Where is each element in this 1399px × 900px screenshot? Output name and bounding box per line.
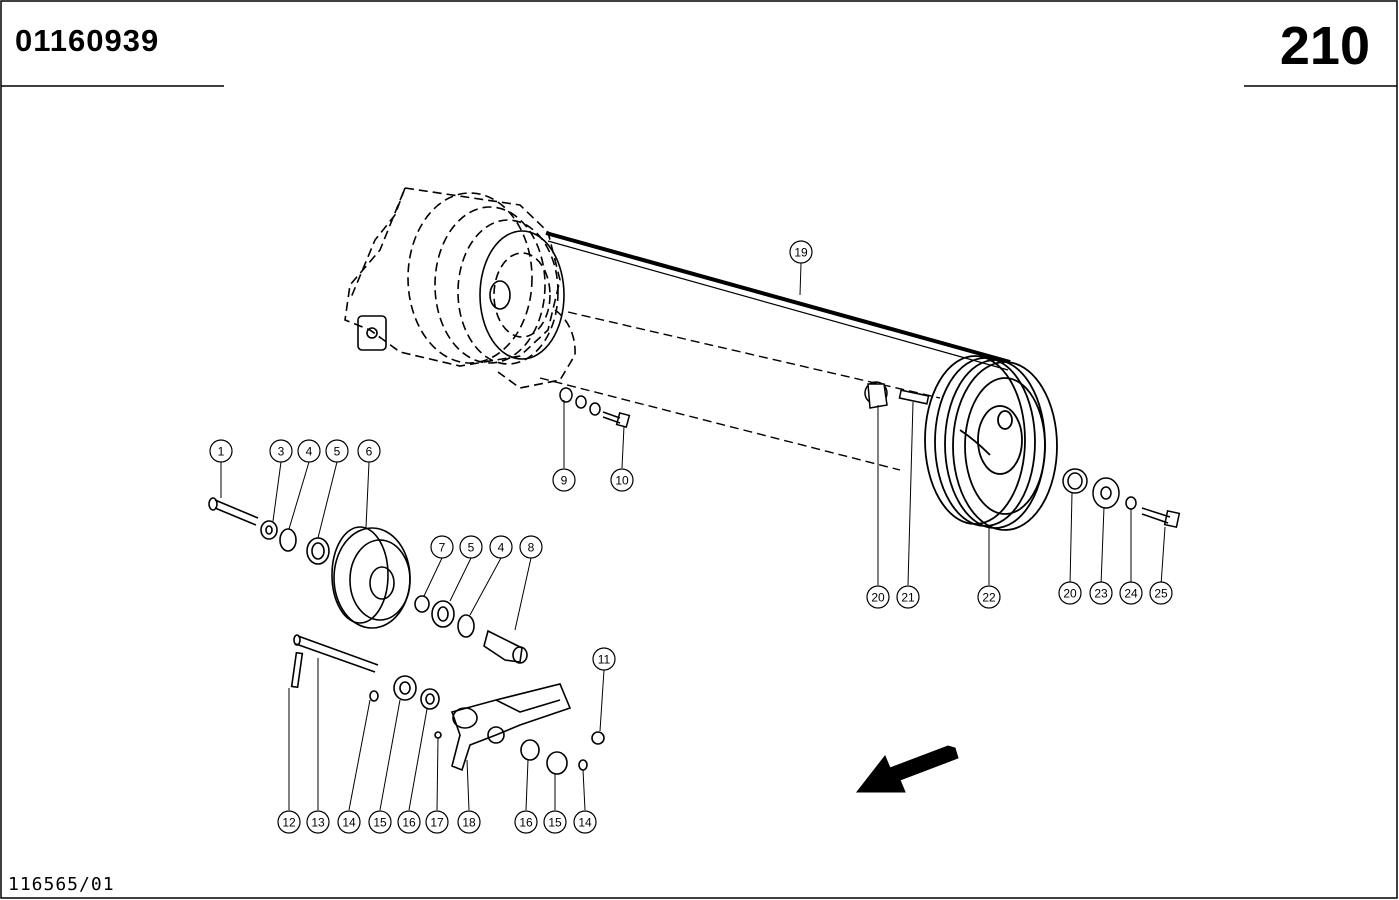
callout-1: 1 [209, 439, 233, 463]
callout-20: 20 [866, 585, 890, 609]
callout-label: 16 [519, 816, 533, 830]
callout-14: 14 [573, 810, 597, 834]
callout-15: 15 [368, 810, 392, 834]
callout-label: 19 [794, 246, 808, 260]
callout-label: 4 [498, 541, 505, 555]
callout-label: 13 [311, 816, 325, 830]
callout-4: 4 [297, 439, 321, 463]
callout-label: 14 [578, 816, 592, 830]
tensioner-pulley-assembly [208, 497, 528, 664]
page-number: 210 [1279, 16, 1370, 76]
callout-label: 20 [871, 591, 885, 605]
travel-direction-arrow [855, 745, 959, 793]
callout-label: 3 [278, 445, 285, 459]
callout-18: 18 [457, 810, 481, 834]
leader-lines [220, 262, 1166, 811]
callout-label: 9 [561, 474, 568, 488]
callout-label: 14 [342, 816, 356, 830]
tensioner-lever-assembly [290, 634, 605, 775]
callout-24: 24 [1119, 581, 1143, 605]
callout-label: 6 [366, 445, 373, 459]
callout-label: 21 [901, 591, 915, 605]
callout-16: 16 [514, 810, 538, 834]
callout-22: 22 [977, 585, 1001, 609]
callout-label: 15 [548, 816, 562, 830]
engine-pulley-assembly [344, 187, 576, 389]
shaft-parts-upper [864, 381, 1181, 528]
callout-10: 10 [610, 468, 634, 492]
callout-3: 3 [269, 439, 293, 463]
callout-label: 12 [282, 816, 296, 830]
callout-label: 4 [306, 445, 313, 459]
callout-label: 22 [982, 591, 996, 605]
callout-19: 19 [789, 240, 813, 264]
callout-label: 17 [430, 816, 444, 830]
bolt-and-washers-upper [559, 387, 631, 429]
callout-14: 14 [337, 810, 361, 834]
callout-21: 21 [896, 585, 920, 609]
callout-label: 11 [598, 653, 611, 667]
callout-17: 17 [425, 810, 449, 834]
callout-16: 16 [397, 810, 421, 834]
callout-label: 5 [468, 541, 475, 555]
callout-6: 6 [357, 439, 381, 463]
callout-13: 13 [306, 810, 330, 834]
callout-7: 7 [430, 535, 454, 559]
callout-5: 5 [325, 439, 349, 463]
callout-12: 12 [277, 810, 301, 834]
callout-label: 5 [334, 445, 341, 459]
callout-label: 8 [528, 541, 535, 555]
callout-label: 23 [1094, 587, 1108, 601]
callout-4: 4 [489, 535, 513, 559]
part-number: 01160939 [15, 23, 160, 58]
callout-label: 24 [1124, 587, 1138, 601]
callout-5: 5 [459, 535, 483, 559]
drawing-id: 116565/01 [8, 874, 115, 895]
callout-label: 25 [1154, 587, 1168, 601]
callout-8: 8 [519, 535, 543, 559]
v-belt [539, 231, 1011, 471]
callout-20: 20 [1058, 581, 1082, 605]
callout-label: 18 [462, 816, 476, 830]
callout-11: 11 [592, 647, 616, 671]
callout-9: 9 [552, 468, 576, 492]
callout-23: 23 [1089, 581, 1113, 605]
callout-label: 7 [439, 541, 446, 555]
callout-15: 15 [543, 810, 567, 834]
callout-label: 15 [373, 816, 387, 830]
callout-25: 25 [1149, 581, 1173, 605]
callout-label: 20 [1063, 587, 1077, 601]
large-pulley [924, 355, 1058, 531]
callout-label: 10 [615, 474, 629, 488]
callout-label: 1 [218, 445, 225, 459]
callout-label: 16 [402, 816, 416, 830]
